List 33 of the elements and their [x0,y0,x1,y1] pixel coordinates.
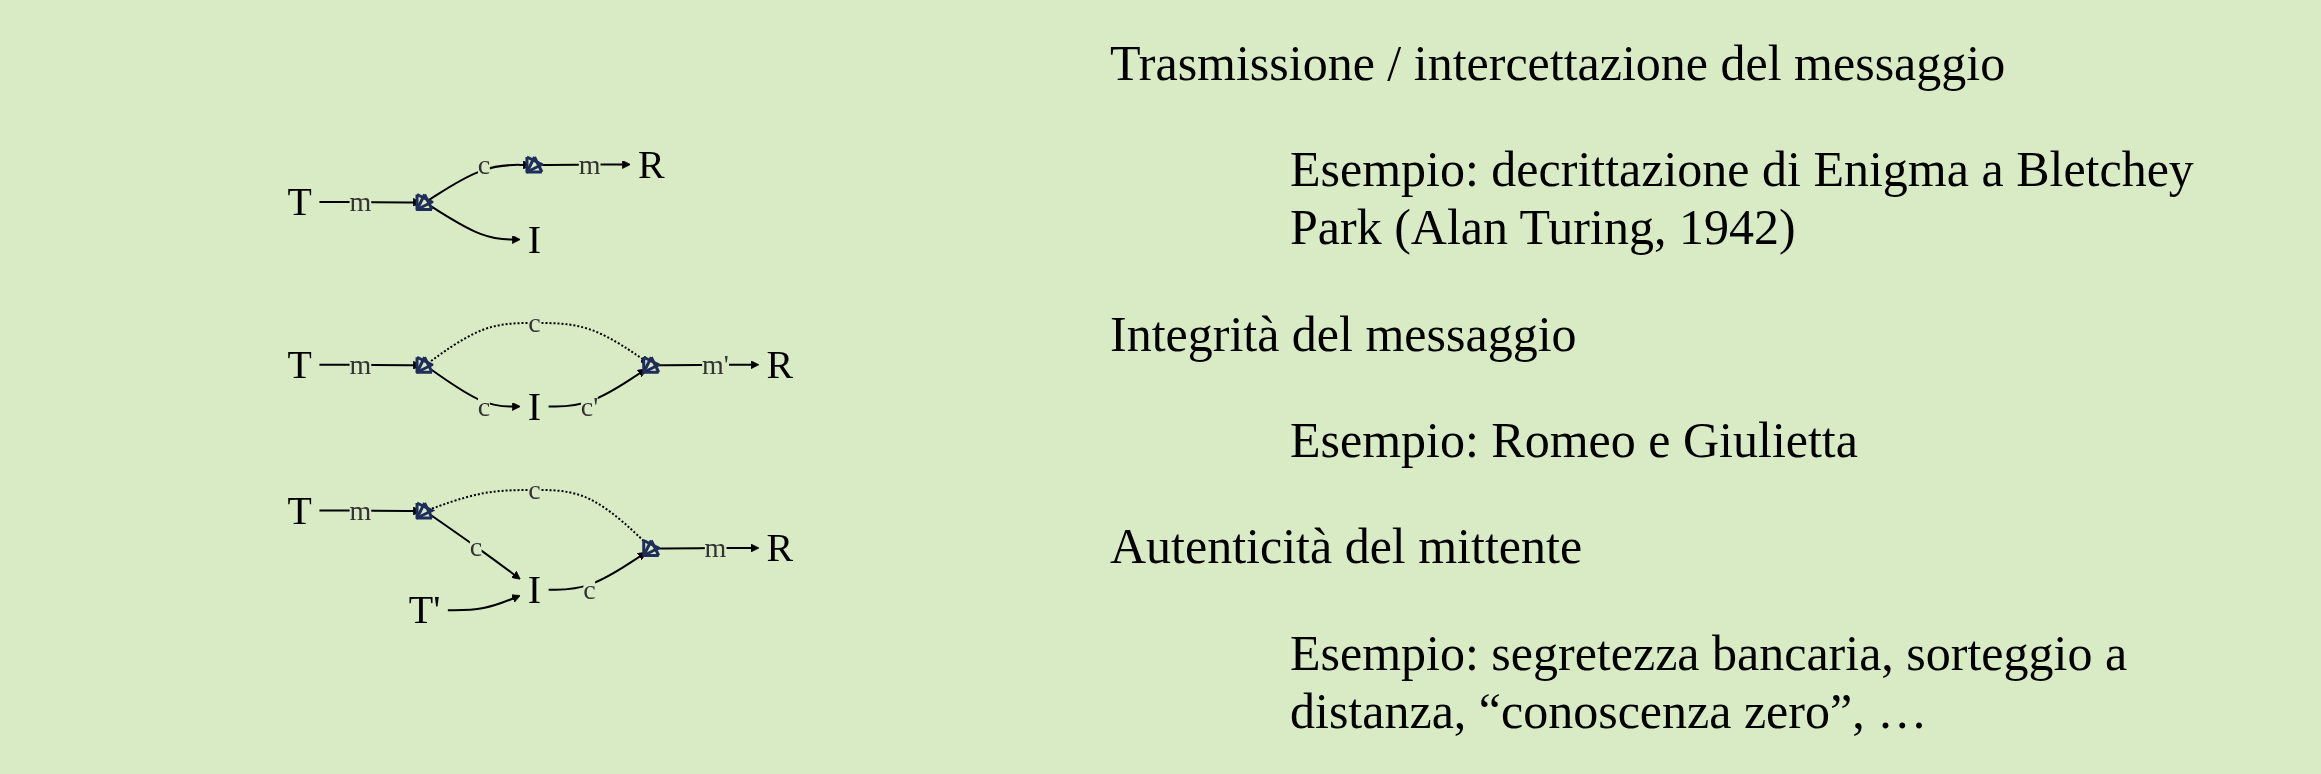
example-text: Esempio: segretezza bancaria, sorteggio a distanza, “conoscenza zero”, … [1289,623,2129,740]
node-text: R [766,341,793,387]
edge-label: c [527,473,541,505]
edge-label: m [704,531,727,563]
arrow [429,204,521,244]
edge-label: m [578,148,601,180]
node-text: T [287,341,312,387]
node-text: R [637,141,665,187]
heading-text: Integrità del messaggio [1110,304,1578,363]
edge-label: m [349,348,371,380]
edge-label: c [527,306,541,338]
heading-text: Trasmissione / intercettazione del messaggio [1110,34,2007,93]
arrow [446,594,521,611]
node-text: T [287,178,312,224]
edge-label: c [477,390,490,422]
node-text: I [527,383,541,429]
heading-text: Autenticità del mittente [1110,517,1584,576]
node-text: T' [408,586,441,632]
edge-label: c' [580,390,598,422]
node-text: T [287,487,312,533]
edge-label: c [477,148,490,180]
edge-label: m' [701,348,729,380]
node-text: R [766,524,793,570]
example-text: Esempio: decrittazione di Enigma a Bletchey Park (Alan Turing, 1942) [1289,140,2195,257]
node-text: I [527,566,541,612]
edge-label: c [582,573,596,605]
edge-label: m [349,185,371,217]
arrow [429,513,521,580]
edge-label: m [349,494,371,526]
arrow [429,367,521,411]
node-text: I [527,216,541,262]
edge-label: c [469,530,482,562]
example-text: Esempio: Romeo e Giulietta [1289,411,1859,470]
